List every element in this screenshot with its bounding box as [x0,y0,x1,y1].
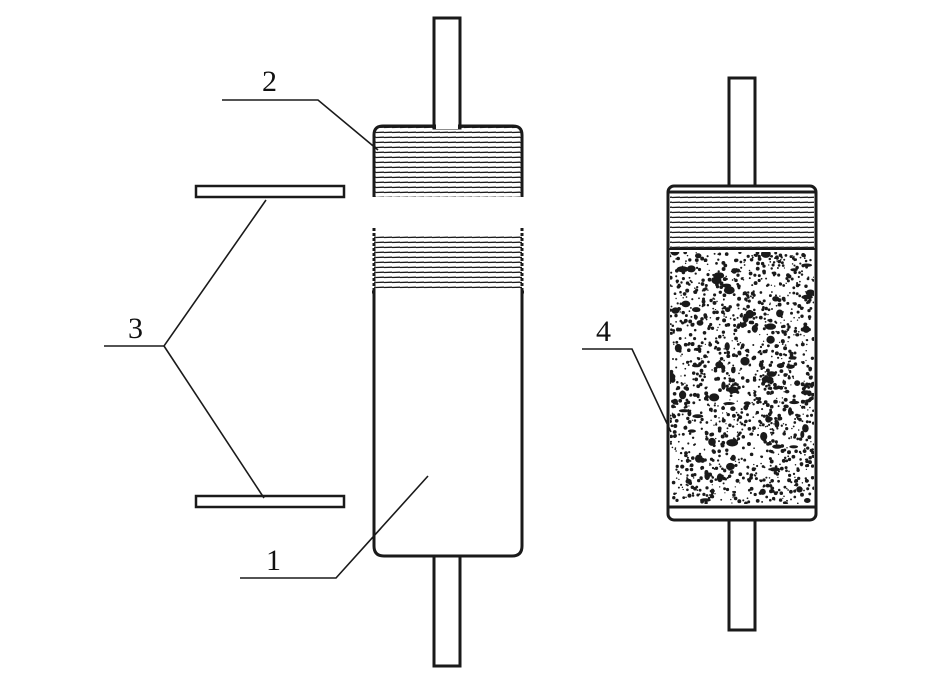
packing-material [670,252,814,504]
leader-lines [104,99,672,579]
leader-line-4 [582,348,672,433]
packed-column [666,76,818,632]
filter-plate-top [194,184,346,199]
filter-plate-bottom [194,494,346,509]
column-body [372,228,524,668]
leader-line-2 [222,99,379,151]
callout-4: 4 [596,315,611,348]
callout-1: 1 [266,544,281,577]
callout-3: 3 [128,312,143,345]
leader-line-1 [240,475,429,579]
threaded-end-cap [372,16,524,197]
leader-line-3b [163,345,265,499]
callout-2: 2 [262,65,277,98]
